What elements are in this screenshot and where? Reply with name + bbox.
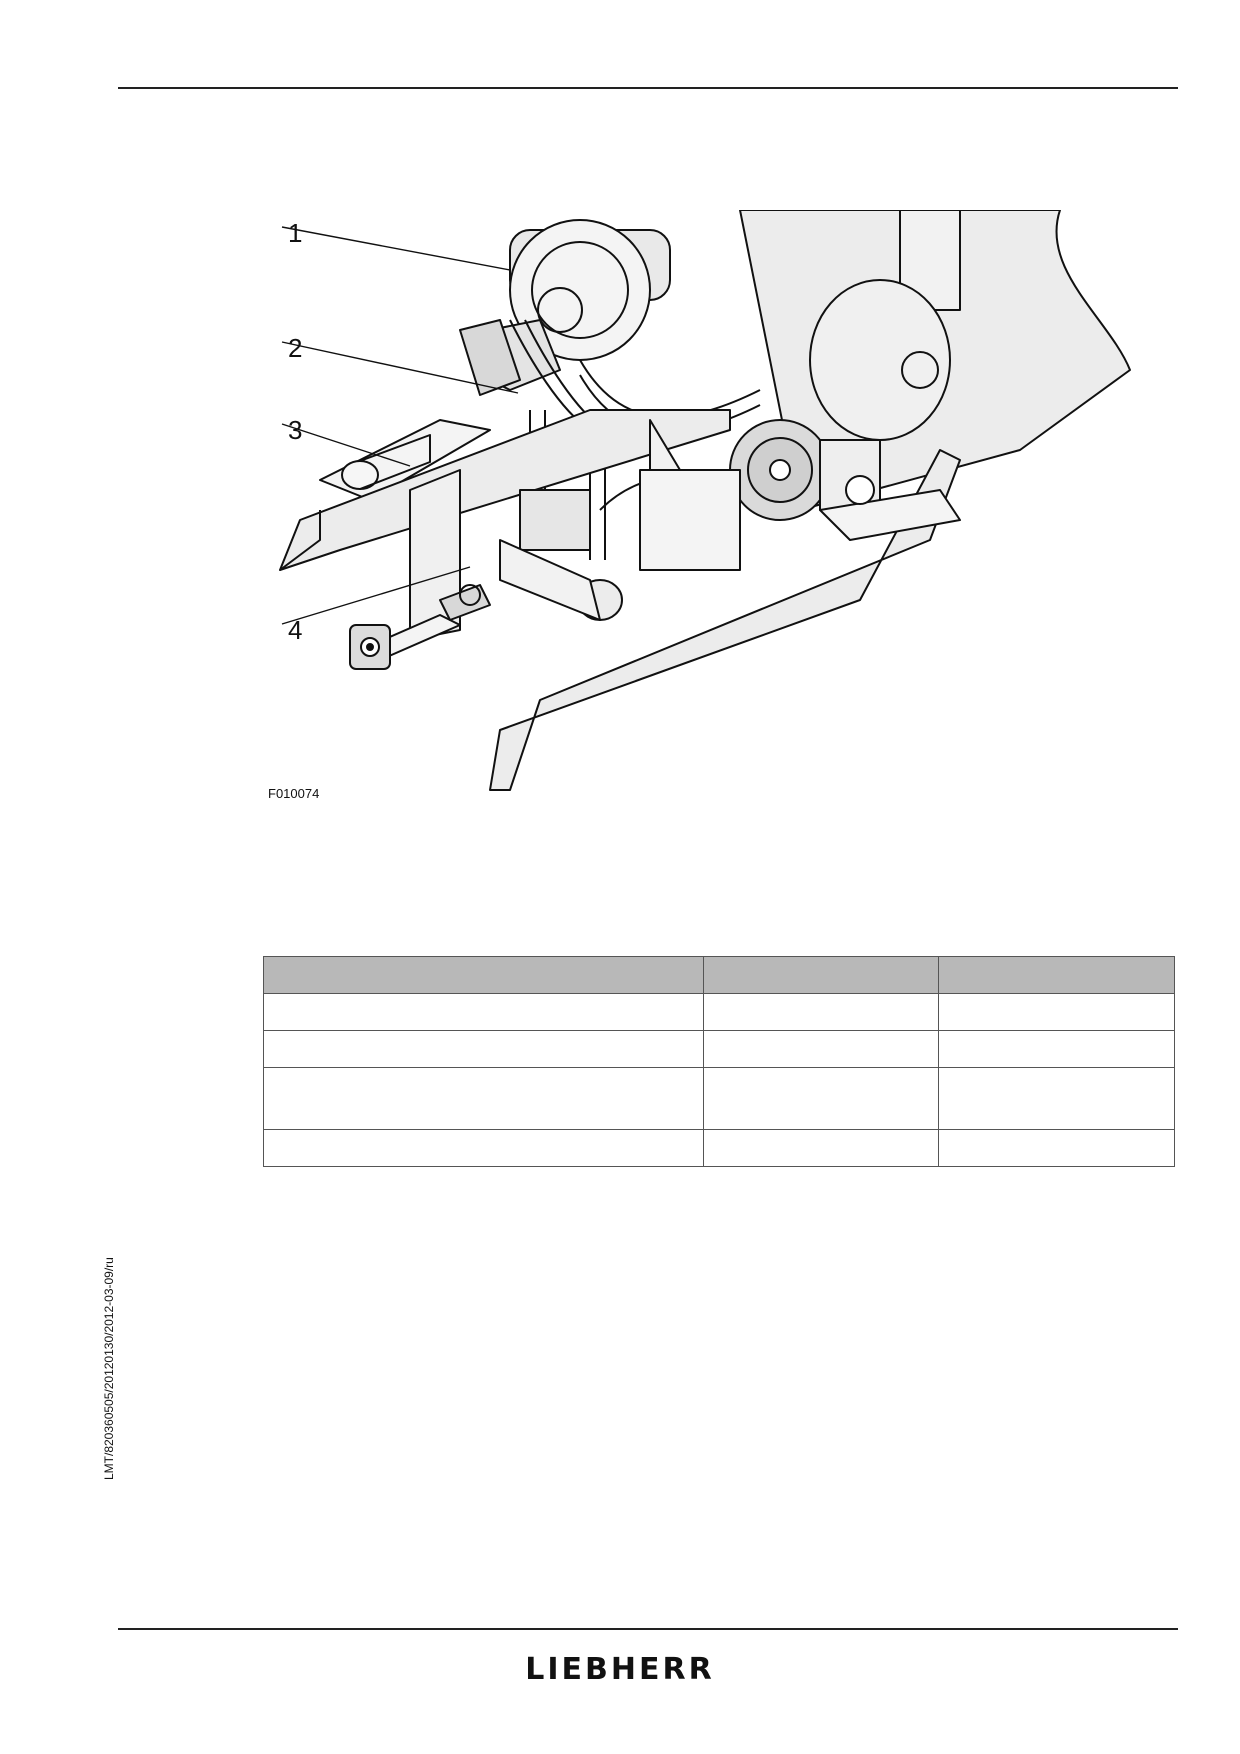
technical-illustration [279, 210, 1131, 791]
top-rule [118, 87, 1178, 89]
data-table [263, 956, 1175, 1167]
table-row [263, 1129, 1175, 1167]
table-cell [938, 1067, 1175, 1130]
bottom-rule [118, 1628, 1178, 1630]
table-row [263, 1030, 1175, 1068]
callout-1: 1 [288, 218, 303, 248]
table-cell [702, 1067, 940, 1130]
table-cell [702, 993, 940, 1031]
document-reference: LMT/82036050​5/20120130/2012-03-09/ru [102, 1257, 116, 1480]
table-header-cell [938, 956, 1175, 994]
table-cell [938, 1129, 1175, 1167]
table-cell [263, 993, 704, 1031]
table-header-cell [702, 956, 940, 994]
callout-3: 3 [288, 415, 303, 445]
table-cell [263, 1129, 704, 1167]
table-row [263, 1067, 1175, 1130]
callout-2: 2 [288, 333, 303, 363]
liebherr-logo: LIEBHERR [525, 1652, 715, 1687]
table-cell [702, 1030, 940, 1068]
table-header-cell [263, 956, 704, 994]
table-cell [263, 1067, 704, 1130]
callout-4: 4 [288, 615, 303, 645]
table-cell [938, 993, 1175, 1031]
table-cell [702, 1129, 940, 1167]
figure-code: F010074 [268, 786, 320, 801]
table-cell [263, 1030, 704, 1068]
table-cell [938, 1030, 1175, 1068]
table-header-row [263, 956, 1175, 994]
table-row [263, 993, 1175, 1031]
